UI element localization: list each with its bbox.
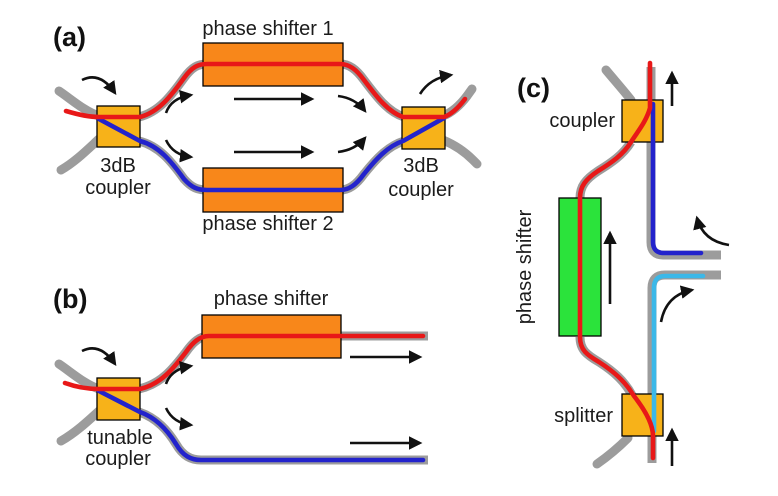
phase-shifter-1-label: phase shifter 1 bbox=[202, 18, 333, 40]
waveguide-input-top-a bbox=[54, 86, 104, 121]
panel-a-label: (a) bbox=[53, 22, 86, 52]
tunable-coupler-label-line2: coupler bbox=[85, 448, 151, 470]
coupler-c-label: coupler bbox=[549, 110, 615, 132]
red-signal-path-a bbox=[63, 61, 468, 120]
right-coupler-label-line2: coupler bbox=[388, 179, 454, 201]
right-coupler-label-line1: 3dB bbox=[403, 155, 439, 177]
panel-b-label: (b) bbox=[53, 284, 87, 314]
coupler-3db-left-box bbox=[96, 105, 141, 148]
left-coupler-label-line1: 3dB bbox=[100, 155, 136, 177]
blue-signal-path-c bbox=[650, 101, 704, 256]
split-arrow-lower-a bbox=[164, 139, 194, 163]
split-arrow-upper-a bbox=[164, 89, 194, 114]
left-coupler-label-line2: coupler bbox=[85, 177, 151, 199]
tunable-coupler-label-line1: tunable bbox=[87, 427, 153, 449]
splitter-label: splitter bbox=[554, 405, 613, 427]
waveguide-input-unused-a bbox=[56, 134, 104, 175]
panel-c: (c) coupler splitter phase shifter bbox=[514, 60, 730, 469]
waveguide-splitter-unused-c bbox=[592, 433, 633, 469]
panel-b: (b) phase shifter tunable coupler bbox=[53, 284, 428, 470]
combine-arrow-lower-a bbox=[337, 136, 367, 154]
phase-shifter-b-label: phase shifter bbox=[214, 288, 329, 310]
waveguide-output-unused-a bbox=[438, 135, 482, 169]
blue-signal-path-b bbox=[96, 388, 426, 463]
phase-shifter-c-label: phase shifter bbox=[514, 209, 536, 324]
red-signal-path-b bbox=[62, 333, 426, 392]
split-arrow-lower-b bbox=[164, 407, 194, 431]
splitter-box bbox=[621, 393, 664, 437]
panel-c-label: (c) bbox=[517, 73, 550, 103]
cyan-exit-flow-arrow-c bbox=[659, 285, 695, 323]
waveguide-coupler-unused-c bbox=[601, 65, 636, 105]
blue-return-flow-arrow-c bbox=[693, 215, 730, 247]
input-flow-arrow-a bbox=[81, 76, 117, 96]
cyan-signal-path-c bbox=[651, 273, 706, 434]
phase-shifter-2-label: phase shifter 2 bbox=[202, 213, 333, 235]
blue-signal-path-a bbox=[96, 115, 447, 193]
input-flow-arrow-b bbox=[81, 347, 117, 367]
output-flow-arrow-a bbox=[418, 69, 454, 95]
panel-a: (a) phase shifter 1 phase shifter 2 3dB … bbox=[53, 18, 482, 235]
split-arrow-upper-b bbox=[164, 360, 194, 385]
combine-arrow-upper-a bbox=[337, 94, 367, 113]
red-signal-path-c bbox=[577, 60, 656, 461]
waveguide-input-unused-b bbox=[56, 406, 104, 446]
